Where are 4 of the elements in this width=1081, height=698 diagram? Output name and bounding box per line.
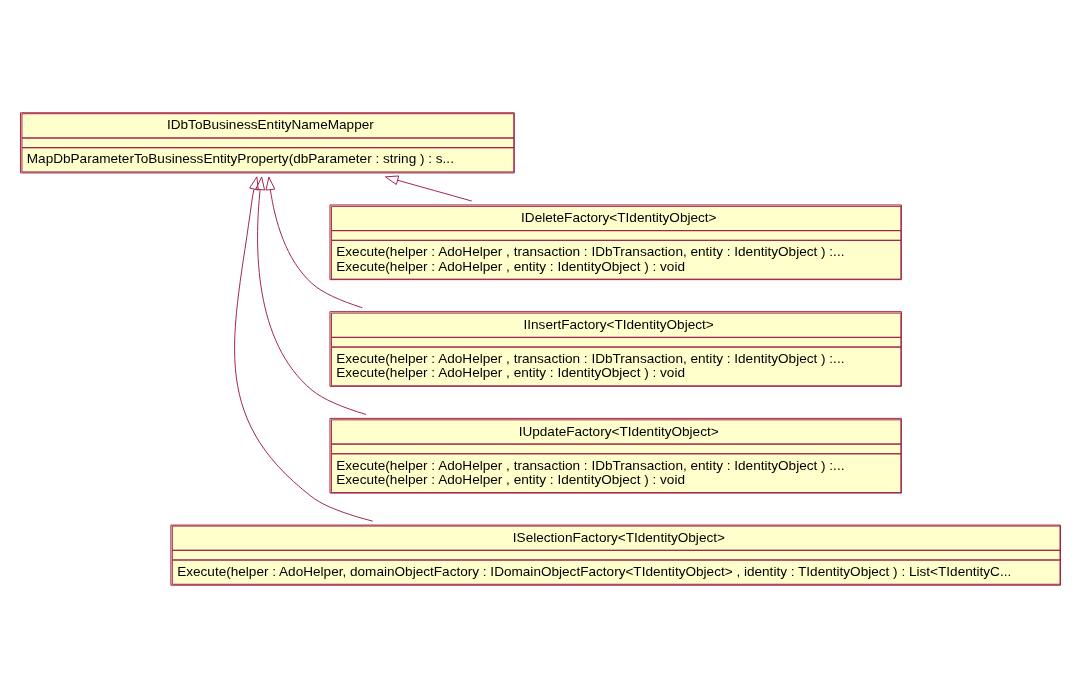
arrow	[234, 176, 374, 522]
arrow	[384, 175, 473, 202]
arrow	[265, 176, 363, 309]
arrow	[255, 176, 367, 415]
